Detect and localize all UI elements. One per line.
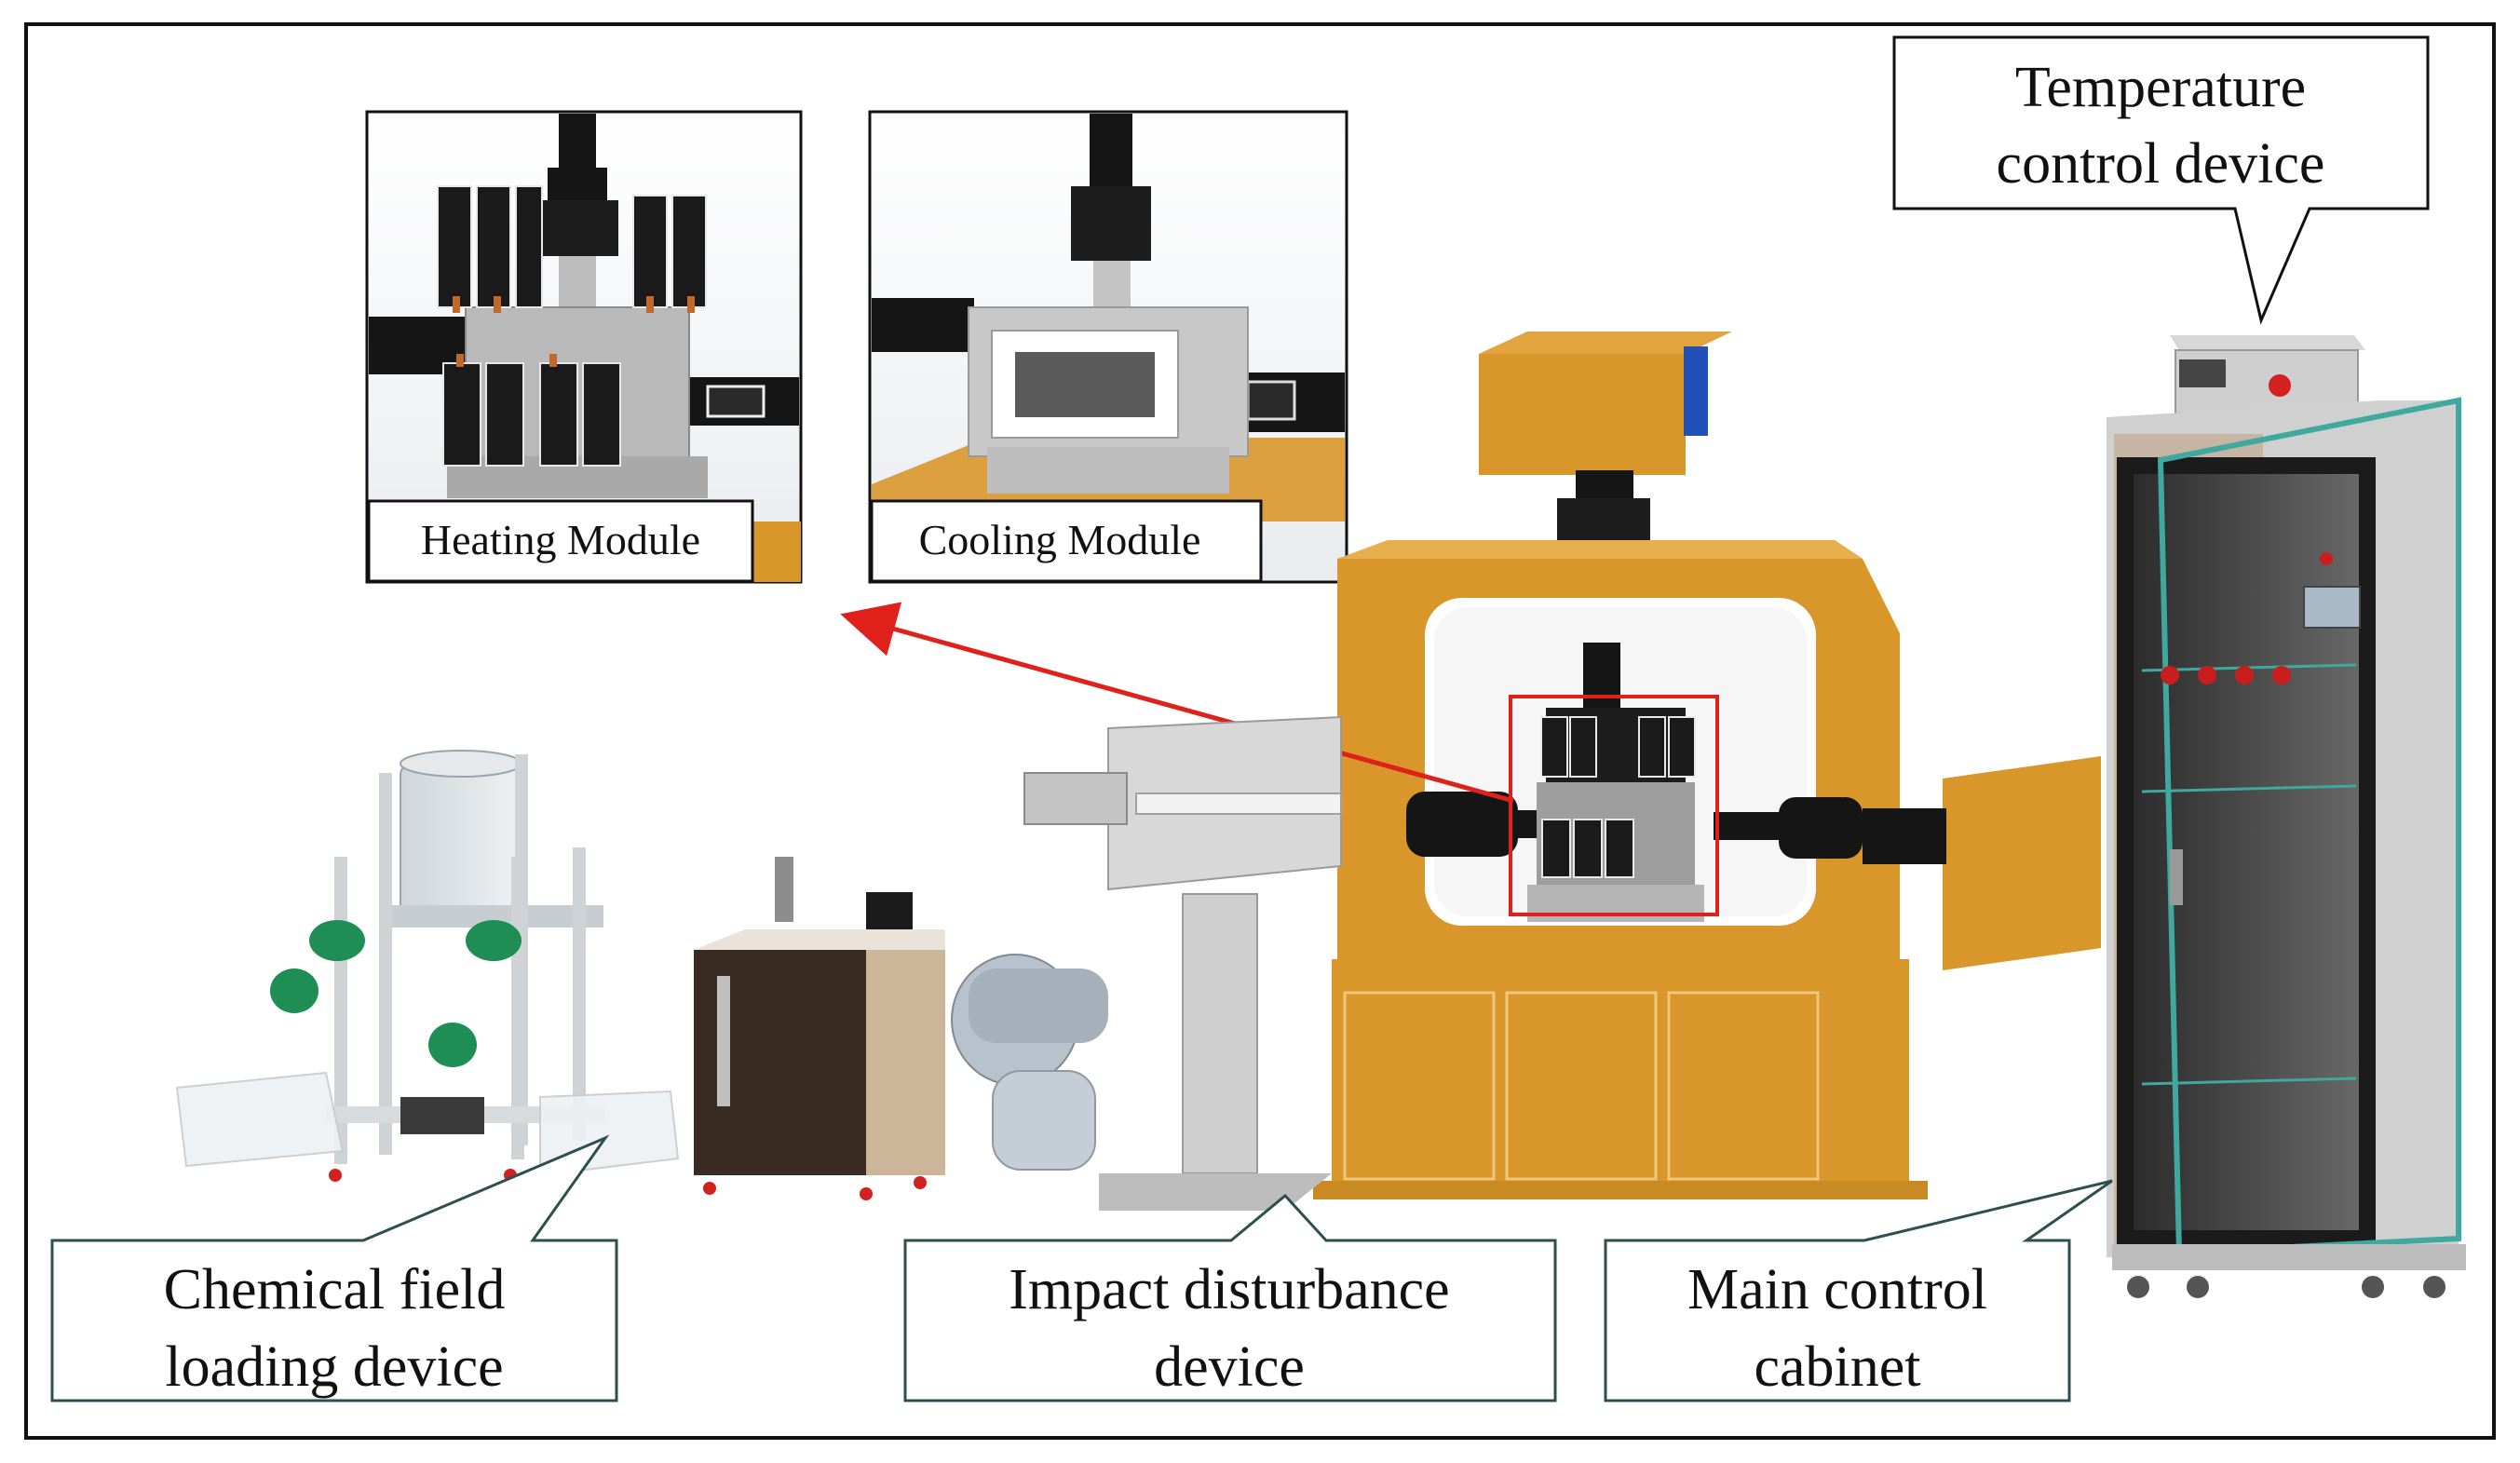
temperature-control-callout: Temperature control device [1892,35,2430,325]
chemical-field-callout: Chemical field loading device [50,1134,618,1402]
main-control-label-line1: Main control [1687,1258,1987,1321]
temperature-control-label-line1: Temperature [2015,56,2306,119]
main-control-label-line2: cabinet [1754,1335,1920,1399]
main-control-cabinet [2107,335,2466,1298]
chemical-field-device [175,750,680,1182]
impact-disturbance-label-line2: device [1154,1335,1305,1399]
temperature-control-label-line2: control device [1997,132,2325,196]
module-highlight-box [1509,695,1719,916]
impact-disturbance-callout: Impact disturbance device [903,1193,1557,1402]
vacuum-pump [951,954,1108,1171]
cooling-module-label: Cooling Module [919,516,1201,563]
impact-frame-assembly [1313,332,2101,1199]
cooling-module-label-box [870,499,1263,583]
chemical-field-label-line1: Chemical field [164,1258,506,1321]
main-control-callout: Main control cabinet [1604,1179,2113,1402]
cooling-module-inset: Cooling Module [868,110,1348,584]
heating-module-label-box [367,499,754,583]
chemical-field-label-line2: loading device [165,1335,503,1399]
control-box [694,857,945,1200]
heating-module-inset: Heating Module [365,110,803,584]
impact-disturbance-device [1023,715,1342,1211]
heating-module-label: Heating Module [421,516,700,563]
zoom-arrow [840,602,1514,804]
impact-disturbance-label-line1: Impact disturbance [1009,1258,1449,1321]
